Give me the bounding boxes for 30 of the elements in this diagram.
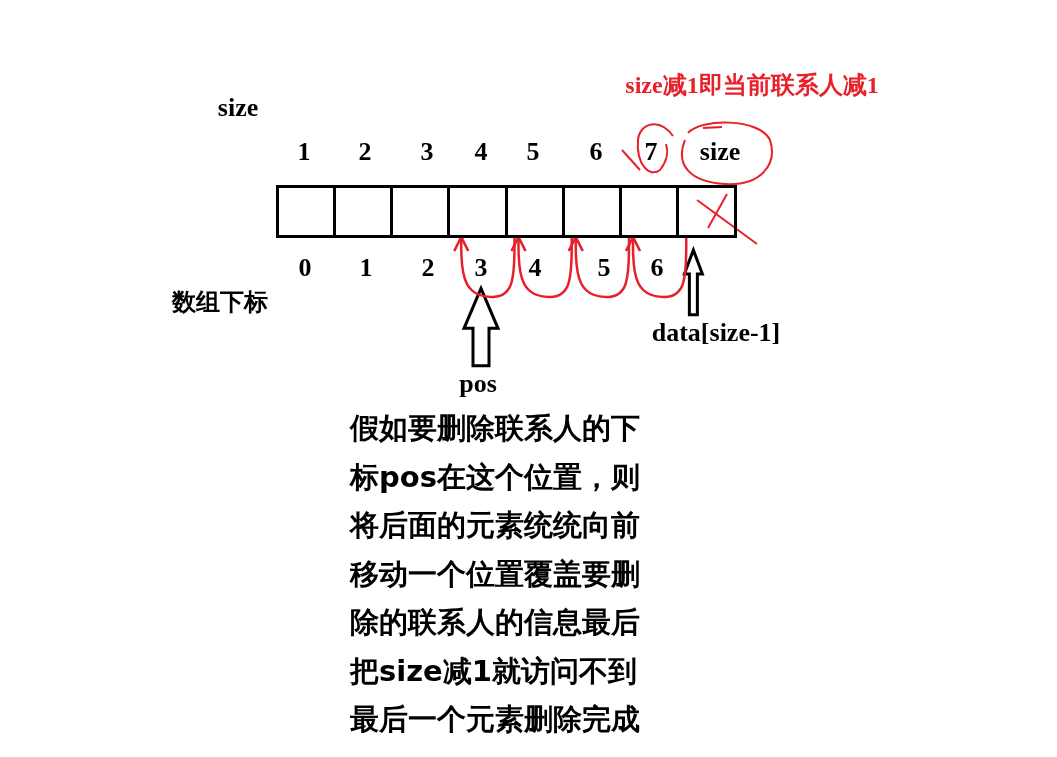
index-number: 3 xyxy=(474,253,488,283)
shift-arrow xyxy=(510,235,573,299)
position-number: 7 xyxy=(644,137,658,167)
position-number: 4 xyxy=(474,137,488,167)
note: size减1即当前联系人减1 xyxy=(625,71,879,99)
index-number: 1 xyxy=(359,253,373,283)
position-number: 3 xyxy=(420,137,434,167)
array-cell xyxy=(447,185,508,238)
shift-arrow xyxy=(624,235,688,299)
index-number: 5 xyxy=(597,253,611,283)
index-number: 6 xyxy=(650,253,664,283)
pointer-arrow xyxy=(461,284,501,368)
index-number: 2 xyxy=(421,253,435,283)
explanation-text: 假如要删除联系人的下标pos在这个位置，则将后面的元素统统向前移动一个位置覆盖要删除的联系人的信息最后把size减1就访问不到最后一个元素删除完成 xyxy=(350,410,641,738)
position-number: 1 xyxy=(297,137,311,167)
pointer-arrow xyxy=(682,245,705,317)
position-number: 2 xyxy=(358,137,372,167)
position-number: 5 xyxy=(526,137,540,167)
variable-label: size xyxy=(699,137,741,167)
shift-arrow xyxy=(567,235,631,299)
index-number: 4 xyxy=(528,253,542,283)
variable-label: size xyxy=(217,93,259,123)
pointer-label: data[size-1] xyxy=(651,318,781,348)
position-number: 6 xyxy=(589,137,603,167)
array-cell xyxy=(676,185,737,238)
index-number: 0 xyxy=(298,253,312,283)
shift-arrow xyxy=(452,235,516,299)
array-cell xyxy=(275,185,336,238)
axis-caption: 数组下标 xyxy=(172,288,268,316)
pointer-label: pos xyxy=(459,369,497,399)
